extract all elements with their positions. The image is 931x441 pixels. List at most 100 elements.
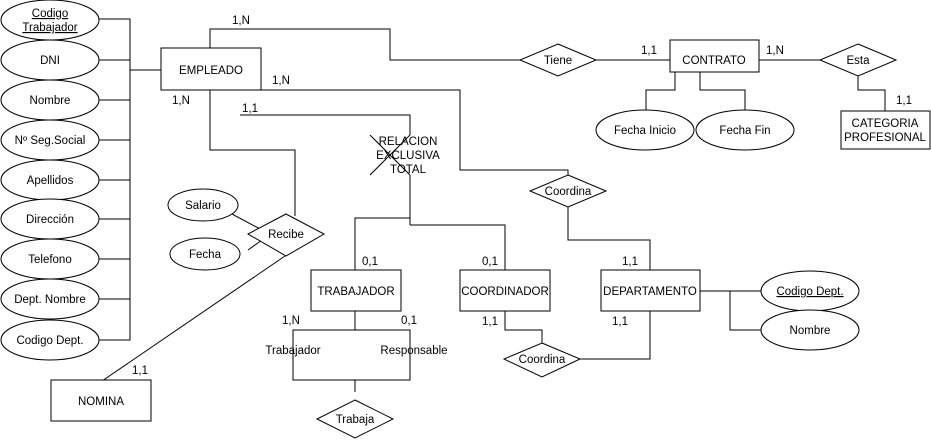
card-departamento-top: 1,1 <box>622 256 638 268</box>
attr-dni-label: DNI <box>40 55 60 67</box>
entity-contrato-label: CONTRATO <box>682 55 746 67</box>
card-empleado-spec: 1,1 <box>242 103 258 115</box>
attr-fecha-fin[interactable]: Fecha Fin <box>695 109 795 151</box>
attr-fecha-fin-label: Fecha Fin <box>719 125 770 137</box>
attr-seg-social-label: Nº Seg.Social <box>15 135 86 147</box>
attr-salario-label: Salario <box>185 200 221 212</box>
card-departamento-bottom: 1,1 <box>612 316 628 328</box>
entity-departamento-label: DEPARTAMENTO <box>603 286 697 298</box>
relationship-coordina-bottom[interactable]: Coordina <box>502 342 582 378</box>
relationship-esta-label: Esta <box>846 55 870 67</box>
recibe-salario-line <box>231 213 263 231</box>
card-empleado-coordina: 1,N <box>272 75 290 87</box>
attr-dept-nombre[interactable]: Dept. Nombre <box>0 278 100 320</box>
attr-telefono-label: Telefono <box>28 254 71 266</box>
role-trabajador: Trabajador <box>265 345 320 357</box>
attr-codigo-dept-label: Codigo Dept. <box>16 335 83 347</box>
dept-attr-nombre-line <box>729 291 762 331</box>
specialization-line3: TOTAL <box>390 164 427 176</box>
entity-departamento[interactable]: DEPARTAMENTO <box>600 269 701 312</box>
attr-fecha[interactable]: Fecha <box>169 237 241 271</box>
relationship-tiene[interactable]: Tiene <box>518 43 598 77</box>
attr-codigo-trabajador-line2: Trabajador <box>22 22 77 34</box>
entity-nomina[interactable]: NOMINA <box>50 379 152 422</box>
attr-nombre-label: Nombre <box>30 95 71 107</box>
relationship-coordina-bottom-label: Coordina <box>519 354 566 366</box>
attr-apellidos[interactable]: Apellidos <box>0 159 100 201</box>
relationship-recibe[interactable]: Recibe <box>246 213 326 257</box>
spec-cross-b <box>369 134 411 176</box>
role-responsable: Responsable <box>380 345 447 357</box>
specialization-line2: EXCLUSIVA <box>376 150 440 162</box>
relationship-trabaja-label: Trabaja <box>336 414 375 426</box>
cardinality-labels: 1,N 1,1 1,N 1,1 1,N 1,N 1,1 0,1 0,1 1,1 … <box>132 15 912 377</box>
attr-dept-codigo[interactable]: Codigo Dept. <box>760 270 860 312</box>
attr-dept-nombre-label: Dept. Nombre <box>14 294 86 306</box>
attr-direccion[interactable]: Dirección <box>0 198 100 240</box>
specialization-label: RELACION EXCLUSIVA TOTAL <box>376 136 440 176</box>
card-coordinador-spec: 0,1 <box>482 256 498 268</box>
entity-empleado-label: EMPLEADO <box>179 65 243 77</box>
specialization-line1: RELACION <box>379 136 438 148</box>
entity-categoria-line1: CATEGORIA <box>852 118 919 130</box>
coordina-departamento-line <box>567 207 651 270</box>
trabajador-role-right-line <box>355 329 411 381</box>
attr-codigo-trabajador[interactable]: Codigo Trabajador <box>0 0 100 41</box>
empleado-recibe-line <box>209 90 296 216</box>
spec-trabajador-line <box>354 217 410 270</box>
entity-coordinador-label: COORDINADOR <box>461 286 549 298</box>
relationship-recibe-label: Recibe <box>268 229 304 241</box>
entity-empleado[interactable]: EMPLEADO <box>160 47 262 91</box>
relationship-coordina-top-label: Coordina <box>545 186 592 198</box>
trabajador-role-left-line <box>292 311 356 392</box>
entity-trabajador-label: TRABAJADOR <box>317 286 394 298</box>
attr-fecha-inicio-label: Fecha Inicio <box>614 125 676 137</box>
empleado-attributes: Codigo Trabajador DNI Nombre Nº Seg.Soci… <box>0 0 100 361</box>
attr-fecha-inicio[interactable]: Fecha Inicio <box>595 109 695 151</box>
connector-lines <box>99 18 886 392</box>
relationship-tiene-label: Tiene <box>544 55 572 67</box>
card-nomina: 1,1 <box>132 365 148 377</box>
card-empleado-recibe: 1,N <box>172 95 190 107</box>
entity-nomina-label: NOMINA <box>78 396 124 408</box>
attr-codigo-dept[interactable]: Codigo Dept. <box>0 319 100 361</box>
empleado-spec-line <box>240 114 411 135</box>
card-trabajador-spec: 0,1 <box>362 256 378 268</box>
attr-dept-nombre2-label: Nombre <box>790 325 831 337</box>
contrato-fechafin-line <box>699 72 746 110</box>
attr-dept-nombre2[interactable]: Nombre <box>760 309 860 351</box>
card-esta-categoria: 1,1 <box>896 95 912 107</box>
attr-telefono[interactable]: Telefono <box>0 238 100 280</box>
card-contrato-esta: 1,N <box>766 45 784 57</box>
recibe-fecha-line <box>247 239 263 251</box>
contrato-fechainicio-line <box>645 72 676 110</box>
relationship-coordina-top[interactable]: Coordina <box>528 174 608 208</box>
card-trabajador-left: 1,N <box>282 315 300 327</box>
relationship-esta[interactable]: Esta <box>818 43 898 77</box>
attr-dept-codigo-label: Codigo Dept. <box>776 286 843 298</box>
card-tiene-contrato: 1,1 <box>641 45 657 57</box>
attr-nombre[interactable]: Nombre <box>0 79 100 121</box>
attr-fecha-label: Fecha <box>189 249 222 261</box>
attr-salario[interactable]: Salario <box>167 188 239 222</box>
recibe-nomina-line <box>101 255 286 382</box>
attr-codigo-trabajador-line1: Codigo <box>32 8 68 20</box>
entity-contrato[interactable]: CONTRATO <box>669 39 760 73</box>
attr-apellidos-label: Apellidos <box>27 175 74 187</box>
empleado-tiene-line <box>209 28 520 61</box>
attr-seg-social[interactable]: Nº Seg.Social <box>0 119 100 161</box>
attr-direccion-label: Dirección <box>26 214 74 226</box>
entity-trabajador[interactable]: TRABAJADOR <box>310 269 402 312</box>
card-trabajador-right: 0,1 <box>401 315 417 327</box>
attr-dni[interactable]: DNI <box>0 39 100 81</box>
entity-coordinador[interactable]: COORDINADOR <box>459 269 551 312</box>
relationship-trabaja[interactable]: Trabaja <box>315 399 395 439</box>
spec-coordinador-line <box>410 224 506 270</box>
card-empleado-tiene: 1,N <box>232 15 250 27</box>
entity-categoria[interactable]: CATEGORIA PROFESIONAL <box>840 110 931 150</box>
coordinador-coordina-line <box>504 311 543 343</box>
empleado-coordina-line <box>261 89 569 175</box>
coordina-departamento-bottom-line <box>580 311 651 360</box>
entity-categoria-line2: PROFESIONAL <box>844 132 926 144</box>
